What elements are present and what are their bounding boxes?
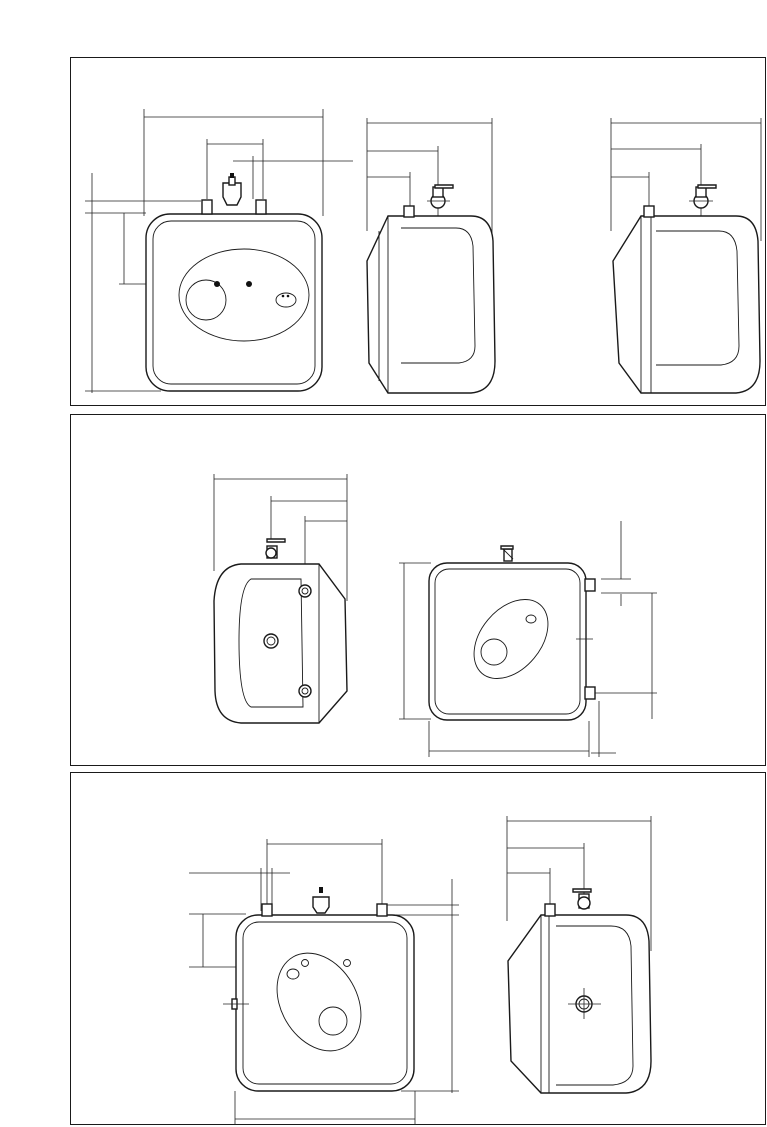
top-technical-drawing [71,58,767,407]
front-view-inverted [189,839,459,1125]
panel-middle-views [70,414,766,766]
side-view-right [611,118,761,393]
middle-technical-drawing [71,415,767,767]
panel-top-views [70,57,766,406]
side-view-left [367,118,495,393]
side-view-horizontal [214,474,347,723]
front-view [85,109,353,393]
panel-bottom-views [70,772,766,1125]
side-view-bottom [507,816,651,1093]
front-view-rotated [399,521,657,757]
bottom-technical-drawing [71,773,767,1126]
